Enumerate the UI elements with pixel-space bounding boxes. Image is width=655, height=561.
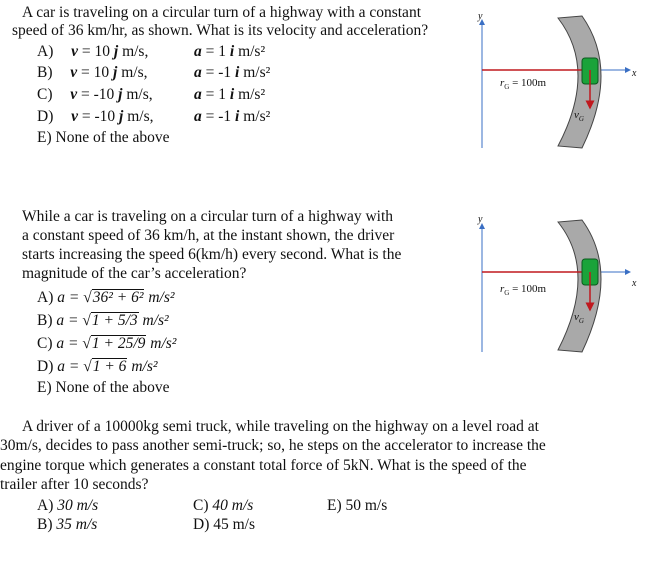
q1-radius-label: rG = 100m — [500, 77, 547, 92]
option-letter: A) — [37, 43, 54, 60]
velocity-symbol: v — [71, 43, 78, 60]
q1-curve-figure — [479, 15, 631, 149]
accel-symbol: a — [194, 64, 202, 81]
velocity-unit: m/s, — [122, 86, 153, 103]
option-letter: D) — [37, 108, 54, 125]
unit-vector: j — [118, 86, 123, 103]
velocity-unit: m/s, — [123, 108, 154, 125]
accel-unit: m/s² — [239, 108, 271, 125]
option-letter: B) — [37, 64, 53, 81]
velocity-value: = 10 — [78, 43, 110, 60]
road-curve — [557, 15, 602, 149]
velocity-symbol: v — [71, 108, 78, 125]
accel-value: = -1 — [201, 64, 232, 81]
q1-option-a-accel: a = 1 i m/s² — [194, 42, 265, 61]
q2-option-a[interactable]: A) a = √36² + 6² m/s² — [37, 289, 175, 306]
q2-stem-line: starts increasing the speed 6(km/h) ever… — [22, 246, 402, 263]
unit-vector: j — [119, 108, 124, 125]
q1-x-label: x — [632, 68, 637, 79]
q3-option-b[interactable]: B) 35 m/s — [37, 516, 98, 533]
q2-stem-line: magnitude of the car’s acceleration? — [22, 265, 247, 282]
unit-vector: j — [113, 43, 119, 60]
velocity-unit: m/s, — [118, 43, 149, 60]
q1-stem-line1: A car is traveling on a circular turn of… — [22, 4, 421, 21]
q3-stem-line: 30m/s, decides to pass another semi-truc… — [0, 437, 546, 454]
q3-stem-line: engine torque which generates a constant… — [0, 457, 527, 474]
q3-option-a[interactable]: A) 30 m/s — [37, 497, 99, 514]
q1-option-b[interactable]: B) v = 10 j m/s, — [37, 63, 147, 82]
accel-unit: m/s² — [239, 64, 271, 81]
velocity-value: = -10 — [78, 108, 116, 125]
unit-vector: j — [113, 64, 118, 81]
q2-stem-line: While a car is traveling on a circular t… — [22, 208, 394, 225]
q2-option-b[interactable]: B) a = √1 + 5/3 m/s² — [37, 312, 169, 329]
q1-velocity-label: vG — [574, 109, 584, 124]
q1-option-e[interactable]: E) None of the above — [37, 129, 170, 146]
q2-x-label: x — [632, 278, 637, 289]
q3-stem-line: trailer after 10 seconds? — [0, 476, 149, 493]
option-letter: C) — [37, 86, 53, 103]
q1-option-d[interactable]: D) v = -10 j m/s, — [37, 107, 154, 126]
velocity-symbol: v — [70, 86, 78, 103]
q2-stem-line: a constant speed of 36 km/h, at the inst… — [22, 227, 395, 244]
accel-value: = 1 — [201, 43, 226, 60]
q2-radius-label: rG = 100m — [500, 283, 547, 298]
velocity-value: = 10 — [77, 64, 110, 81]
q1-option-c[interactable]: C) v = -10 j m/s, — [37, 85, 153, 104]
q3-stem-line: A driver of a 10000kg semi truck, while … — [22, 418, 539, 435]
unit-vector: i — [229, 86, 235, 103]
q2-y-label: y — [478, 214, 483, 225]
q3-option-d[interactable]: D) 45 m/s — [193, 516, 256, 533]
velocity-value: = -10 — [77, 86, 115, 103]
q1-option-d-accel: a = -1 i m/s² — [194, 107, 270, 126]
accel-unit: m/s² — [234, 86, 266, 103]
unit-vector: i — [229, 43, 235, 60]
accel-symbol: a — [194, 43, 202, 60]
road-curve — [557, 219, 602, 353]
q3-option-e[interactable]: E) 50 m/s — [327, 497, 388, 514]
unit-vector: i — [235, 108, 240, 125]
q1-option-b-accel: a = -1 i m/s² — [194, 63, 270, 82]
accel-symbol: a — [194, 108, 202, 125]
q2-velocity-label: vG — [574, 311, 584, 326]
accel-value: = 1 — [201, 86, 226, 103]
q1-stem-line2: speed of 36 km/hr, as shown. What is its… — [12, 22, 429, 39]
q2-option-d[interactable]: D) a = √1 + 6 m/s² — [37, 358, 158, 375]
accel-value: = -1 — [201, 108, 232, 125]
q3-option-c[interactable]: C) 40 m/s — [193, 497, 254, 514]
q1-y-label: y — [478, 11, 483, 22]
velocity-unit: m/s, — [117, 64, 148, 81]
q2-curve-figure — [479, 219, 631, 353]
q2-option-c[interactable]: C) a = √1 + 25/9 m/s² — [37, 335, 177, 352]
accel-symbol: a — [194, 86, 202, 103]
unit-vector: i — [235, 64, 240, 81]
velocity-symbol: v — [70, 64, 78, 81]
q1-option-c-accel: a = 1 i m/s² — [194, 85, 265, 104]
q2-option-e[interactable]: E) None of the above — [37, 379, 170, 396]
accel-unit: m/s² — [234, 43, 266, 60]
q1-option-a[interactable]: A) v = 10 j m/s, — [37, 42, 148, 61]
